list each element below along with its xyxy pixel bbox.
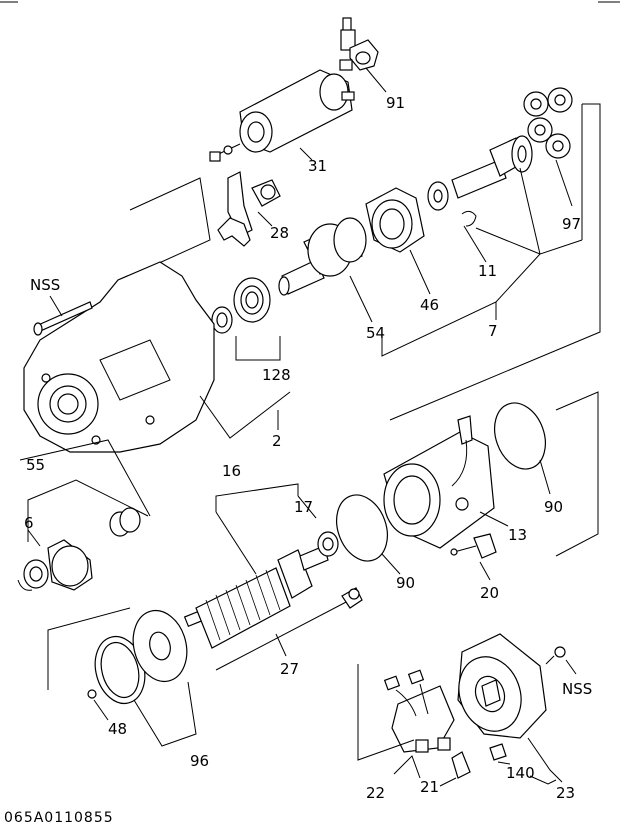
label-54: 54 [366, 324, 385, 342]
part-16-armature [183, 545, 329, 649]
part-17-bearing [317, 531, 339, 557]
label-31: 31 [308, 157, 327, 175]
label-17: 17 [294, 498, 313, 516]
label-90-lower: 90 [396, 574, 415, 592]
leader-21 [439, 777, 457, 787]
part-90-oring-lower [336, 494, 388, 562]
part-20-brush-holder [450, 533, 497, 559]
bracket-23 [529, 775, 557, 785]
part-13-yoke [383, 415, 495, 549]
guide-96 [47, 607, 131, 690]
part-96-cover-seal [94, 609, 188, 705]
leader-97 [555, 159, 573, 207]
leader-91 [365, 67, 387, 93]
leader-90-upper [539, 459, 551, 495]
label-6: 6 [24, 514, 34, 532]
leader-140 [497, 761, 511, 765]
leader-90-lower [381, 553, 401, 575]
label-97: 97 [562, 215, 581, 233]
part-6-pinion-gear [17, 507, 141, 591]
label-16: 16 [222, 462, 241, 480]
label-28: 28 [270, 224, 289, 242]
bracket-brush [357, 664, 415, 761]
part-21-brush [451, 751, 471, 779]
label-7: 7 [488, 322, 498, 340]
label-96: 96 [190, 752, 209, 770]
label-27: 27 [280, 660, 299, 678]
label-91: 91 [386, 94, 405, 112]
part-31-solenoid [209, 59, 355, 162]
part-48 [87, 689, 97, 699]
leader-nss-lower [565, 659, 577, 675]
label-90-upper: 90 [544, 498, 563, 516]
label-21: 21 [420, 778, 439, 796]
diagram-code: 065A0110855 [4, 810, 114, 826]
leader-6 [27, 529, 41, 547]
label-nss-lower: NSS [562, 680, 592, 698]
part-91-terminal [340, 17, 379, 71]
label-48: 48 [108, 720, 127, 738]
part-nss-screw-lower [545, 646, 566, 665]
part-128-bearing-set [211, 277, 271, 334]
part-54-pinion-shaft [278, 217, 367, 296]
part-140-clip [489, 743, 507, 761]
label-20: 20 [480, 584, 499, 602]
part-90-oring-upper [494, 402, 546, 470]
leader-23 [527, 737, 563, 783]
bracket-yoke-group [555, 391, 599, 557]
part-23-end-frame [457, 633, 547, 739]
leader-17 [297, 495, 317, 519]
bracket-2 [199, 391, 291, 439]
guide-solenoid [129, 177, 211, 269]
part-27-through-bolt [215, 587, 363, 671]
bracket-outline-7 [389, 103, 601, 421]
leader-20 [479, 561, 491, 581]
bracket-55 [27, 479, 149, 542]
part-11-washer [427, 181, 477, 227]
leader-27 [275, 633, 287, 657]
label-11: 11 [478, 262, 497, 280]
part-97-planet-gears [523, 87, 573, 159]
leader-54 [349, 275, 373, 323]
part-2-drive-housing [23, 261, 215, 453]
label-22: 22 [366, 784, 385, 802]
label-46: 46 [420, 296, 439, 314]
leader-31 [299, 147, 313, 161]
bracket-22 [393, 755, 421, 779]
leader-13 [479, 511, 509, 527]
leader-28 [257, 211, 273, 227]
label-128: 128 [262, 366, 291, 384]
part-shaft-carrier [451, 135, 533, 199]
label-13: 13 [508, 526, 527, 544]
part-22-brush-assy [383, 669, 455, 753]
leader-nss-upper [49, 295, 63, 317]
leader-48 [93, 699, 109, 721]
guide-55 [19, 439, 151, 517]
label-23: 23 [556, 784, 575, 802]
part-46-internal-gear [365, 187, 425, 253]
leader-46 [409, 249, 431, 295]
label-nss-upper: NSS [30, 276, 60, 294]
part-28-lever [217, 171, 281, 247]
part-nss-bolt-upper [33, 301, 93, 336]
bracket-16 [215, 483, 299, 512]
label-55: 55 [26, 456, 45, 474]
label-140: 140 [506, 764, 535, 782]
leader-11 [463, 225, 487, 263]
bracket-96 [133, 681, 197, 747]
bracket-7 [381, 239, 583, 357]
bracket-128 [235, 336, 281, 361]
label-2: 2 [272, 432, 282, 450]
